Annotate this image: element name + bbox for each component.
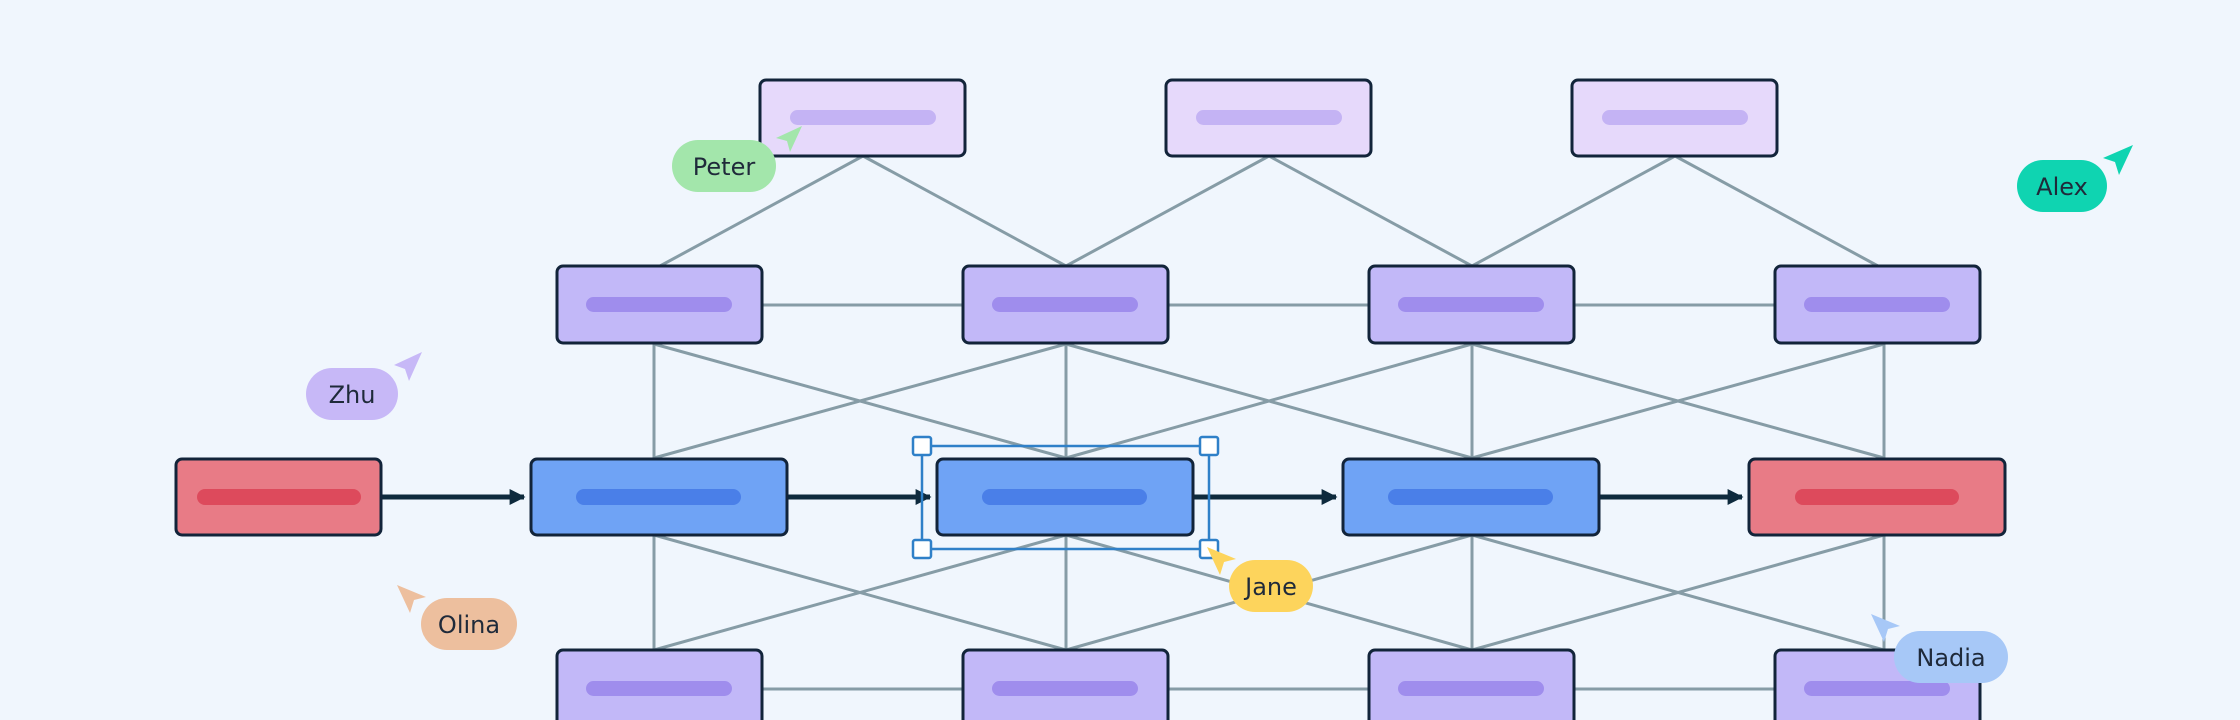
node-blue[interactable] <box>529 457 789 537</box>
node-purple[interactable] <box>961 648 1170 720</box>
connector-line <box>1471 154 1676 268</box>
node-red-end[interactable] <box>1747 457 2007 537</box>
node-red-start[interactable] <box>174 457 383 537</box>
resize-handle-top-right[interactable] <box>1198 435 1220 457</box>
cursor-zhu: Zhu <box>306 352 422 420</box>
cursor-label-badge <box>672 140 776 192</box>
cursor-arrow-icon <box>394 352 422 381</box>
cursor-arrow-icon <box>2103 145 2133 175</box>
cursor-label-badge <box>421 598 517 650</box>
node-lavender[interactable] <box>1570 78 1779 158</box>
node-row-middle <box>174 457 2007 537</box>
node-row-upper <box>555 264 1982 345</box>
cursor-olina: Olina <box>397 585 517 650</box>
connector-line <box>1471 342 1885 460</box>
cursor-nadia: Nadia <box>1871 614 2008 683</box>
connector-line <box>653 533 1067 652</box>
connector-line <box>659 154 864 268</box>
connector-line <box>1268 154 1473 268</box>
node-row-bottom <box>555 648 1982 720</box>
cursor-name: Zhu <box>329 381 376 409</box>
resize-handle-top-left[interactable] <box>911 435 933 457</box>
cursor-jane: Jane <box>1207 547 1313 612</box>
node-purple[interactable] <box>555 264 764 345</box>
connector-line <box>1065 342 1473 460</box>
cursor-arrow-icon <box>1871 614 1900 642</box>
node-blue[interactable] <box>1341 457 1601 537</box>
node-purple[interactable] <box>1367 264 1576 345</box>
cursor-label-badge <box>1894 631 2008 683</box>
cursor-alex: Alex <box>2017 145 2133 212</box>
node-blue-selected[interactable] <box>935 457 1195 537</box>
cursor-name: Olina <box>438 611 500 639</box>
connector-line <box>653 342 1067 460</box>
cursor-label-badge <box>306 368 398 420</box>
cursor-arrow-icon <box>776 126 802 152</box>
cursor-name: Jane <box>1243 573 1297 601</box>
connector-line <box>1471 533 1885 652</box>
cursor-arrow-icon <box>397 585 426 613</box>
cursor-peter: Peter <box>672 126 802 192</box>
node-lavender[interactable] <box>1164 78 1373 158</box>
node-row-top <box>758 78 1779 158</box>
connector-line <box>1065 154 1270 268</box>
cursor-label-badge <box>1229 560 1313 612</box>
connector-line <box>1674 154 1879 268</box>
cursor-name: Peter <box>693 153 756 181</box>
node-purple[interactable] <box>961 264 1170 345</box>
node-purple[interactable] <box>555 648 764 720</box>
cursor-name: Alex <box>2036 173 2088 201</box>
node-purple[interactable] <box>1367 648 1576 720</box>
resize-handle-bottom-left[interactable] <box>911 538 933 560</box>
cursor-label-badge <box>2017 160 2107 212</box>
cursor-name: Nadia <box>1916 644 1985 672</box>
connector-line <box>862 154 1067 268</box>
cursor-arrow-icon <box>1207 547 1236 575</box>
node-purple[interactable] <box>1773 264 1982 345</box>
node-lavender[interactable] <box>758 78 967 158</box>
